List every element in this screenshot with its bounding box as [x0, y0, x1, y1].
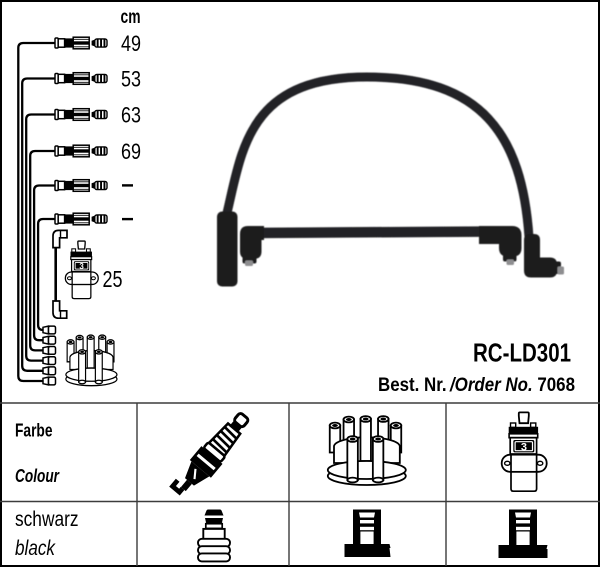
svg-text:3: 3 — [521, 442, 527, 454]
svg-text:black: black — [15, 537, 56, 560]
svg-text:63: 63 — [121, 103, 141, 128]
svg-text:3: 3 — [79, 262, 84, 271]
svg-text:RC-LD301: RC-LD301 — [473, 338, 571, 368]
svg-text:Colour: Colour — [15, 466, 60, 486]
svg-text:53: 53 — [121, 67, 141, 92]
svg-text:Farbe: Farbe — [15, 420, 53, 440]
svg-text:schwarz: schwarz — [15, 508, 79, 531]
svg-text:69: 69 — [121, 139, 141, 164]
svg-text:Best. Nr. /Order No. 7068: Best. Nr. /Order No. 7068 — [378, 375, 575, 396]
svg-text:49: 49 — [121, 31, 141, 56]
svg-text:cm: cm — [121, 7, 141, 28]
svg-text:25: 25 — [103, 266, 123, 292]
